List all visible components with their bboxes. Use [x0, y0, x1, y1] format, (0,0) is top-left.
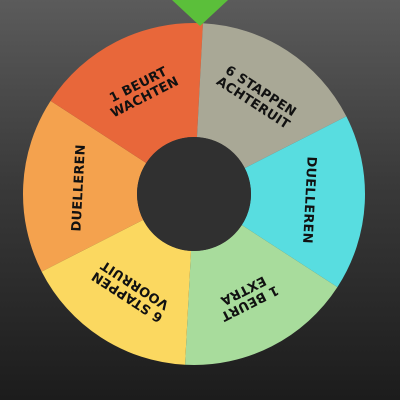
wheel-segment-label-1: DUELLEREN: [69, 144, 89, 232]
wheel-segment-4: [241, 116, 366, 288]
wheel-segments: [22, 23, 366, 366]
wheel-hub: [137, 137, 251, 251]
wheel-segment-5: [185, 225, 338, 366]
wheel-segment-1: [22, 100, 147, 272]
wheel-segment-2: [50, 23, 203, 163]
wheel-segment-6: [41, 219, 192, 365]
wheel-pointer-icon: [172, 0, 228, 26]
wheel-segment-3: [196, 23, 347, 169]
wheel-segment-label-line: DUELLEREN: [299, 156, 319, 244]
wheel-segment-label-4: DUELLEREN: [299, 156, 319, 244]
wheel-segment-label-line: DUELLEREN: [69, 144, 89, 232]
